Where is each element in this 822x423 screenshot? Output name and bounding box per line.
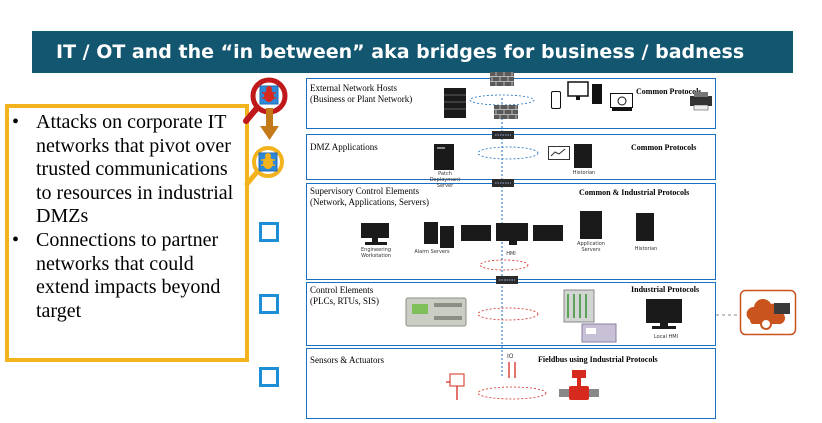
malware-bug-icon xyxy=(261,153,275,169)
bullet-item: • Connections to partner networks that co… xyxy=(10,229,246,323)
malware-bug-icon xyxy=(262,86,276,102)
bullet-list: • Attacks on corporate IT networks that p… xyxy=(10,111,246,323)
zone-label: (PLCs, RTUs, SIS) xyxy=(310,296,379,306)
zone-label: (Network, Applications, Servers) xyxy=(310,197,429,207)
server-icon xyxy=(434,144,454,170)
server-icon xyxy=(574,144,592,168)
zone-label: (Business or Plant Network) xyxy=(310,94,413,104)
sis-icon xyxy=(581,323,617,343)
hmi-monitor-icon xyxy=(461,223,563,245)
valve-icon xyxy=(559,370,599,400)
firewall-icon xyxy=(490,72,514,86)
device-caption: Historian xyxy=(634,246,658,252)
server-icon xyxy=(440,226,454,248)
cloud-gear-icon xyxy=(739,289,797,336)
zone-sensors xyxy=(306,348,716,419)
workstation-icon xyxy=(610,93,633,111)
magnifier-icon xyxy=(243,77,288,124)
zone-external xyxy=(306,78,716,129)
chart-monitor-icon xyxy=(548,146,570,160)
workstation-icon xyxy=(646,299,682,329)
network-switch-icon xyxy=(492,131,514,139)
zone-label: External Network Hosts xyxy=(310,83,397,93)
protocol-label: Common & Industrial Protocols xyxy=(579,188,690,197)
workstation-icon xyxy=(361,223,389,245)
device-caption: Local HMI xyxy=(653,334,679,340)
arrow-down-icon xyxy=(260,108,279,140)
device-caption: Historian xyxy=(572,170,596,176)
zone-label: Supervisory Control Elements xyxy=(310,186,419,196)
zone-label: Control Elements xyxy=(310,285,374,295)
highlight-box xyxy=(5,104,249,362)
level-marker xyxy=(259,294,279,314)
plc-icon xyxy=(405,297,467,327)
network-switch-icon xyxy=(496,276,518,284)
network-diagram: External Network Hosts (Business or Plan… xyxy=(306,72,716,419)
magnifier-icon xyxy=(244,146,284,187)
server-icon xyxy=(636,213,654,241)
device-caption: Application Servers xyxy=(577,241,605,253)
level-marker xyxy=(259,222,279,242)
bullet-text: Attacks on corporate IT networks that pi… xyxy=(36,111,234,228)
rtu-icon xyxy=(563,289,595,323)
protocol-label: Fieldbus using Industrial Protocols xyxy=(538,355,658,364)
printer-icon xyxy=(690,92,712,111)
bullet-dot: • xyxy=(12,228,20,251)
protocol-label: Common Protocols xyxy=(636,87,702,96)
zone-label: Sensors & Actuators xyxy=(310,355,384,365)
server-icon xyxy=(444,88,466,118)
slide-title: IT / OT and the “in between” aka bridges… xyxy=(32,31,793,73)
server-icon xyxy=(580,211,602,239)
device-caption: Patch Deployment Server xyxy=(429,171,461,189)
bullet-text: Connections to partner networks that cou… xyxy=(36,228,221,322)
protocol-label: Industrial Protocols xyxy=(631,285,700,294)
device-caption: Engineering Workstation xyxy=(361,247,391,259)
sensor-icon xyxy=(446,373,465,400)
protocol-label: Common Protocols xyxy=(631,143,697,152)
device-caption: HMI xyxy=(506,251,516,257)
zone-label: DMZ Applications xyxy=(310,142,378,152)
bullet-dot: • xyxy=(12,111,20,133)
level-marker xyxy=(259,367,279,387)
server-icon xyxy=(424,222,438,244)
device-caption: Alarm Servers xyxy=(414,249,450,255)
network-switch-icon xyxy=(492,179,514,187)
firewall-icon xyxy=(494,105,518,119)
device-caption: IO xyxy=(507,353,514,360)
bullet-item: • Attacks on corporate IT networks that p… xyxy=(10,111,246,229)
phone-icon xyxy=(551,91,561,109)
workstation-icon xyxy=(567,81,602,104)
io-line-icon xyxy=(508,362,516,378)
